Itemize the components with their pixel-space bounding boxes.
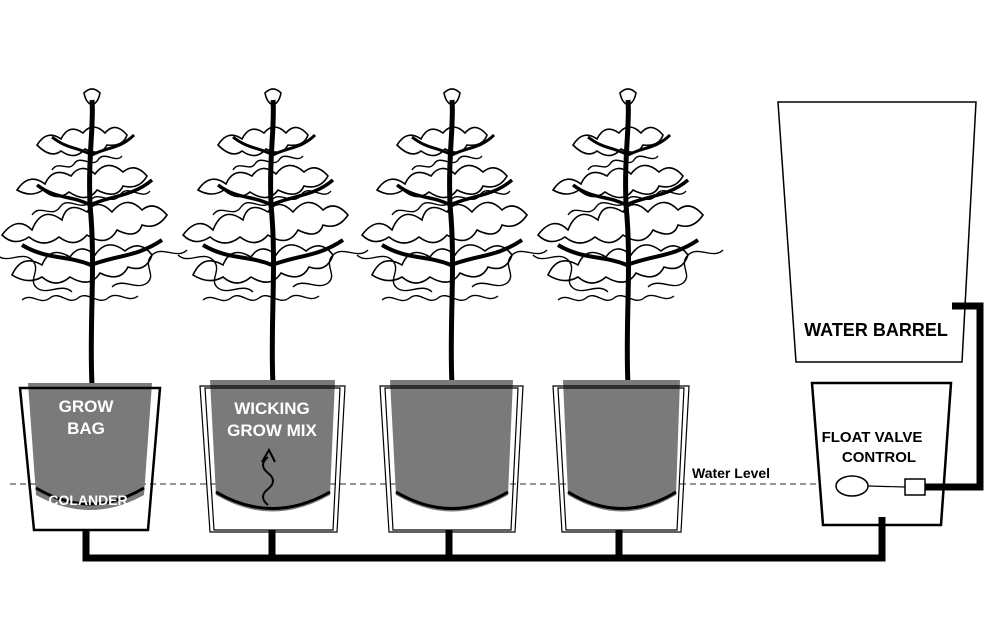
- outer-pot: [557, 387, 685, 531]
- water-level-label: Water Level: [692, 465, 770, 481]
- distribution-pipe: [82, 517, 886, 562]
- float-valve-control: FLOAT VALVE CONTROL: [810, 381, 953, 527]
- grow-bag-soil: [28, 383, 152, 510]
- outer-pot: [18, 386, 162, 532]
- wicking-label: WICKING: [234, 399, 310, 418]
- water-barrel: WATER BARREL: [777, 101, 977, 363]
- float-valve-label: FLOAT VALVE: [822, 429, 923, 446]
- grow-bag-label: BAG: [67, 419, 105, 438]
- water-barrel-label: WATER BARREL: [804, 320, 948, 340]
- wick-arrow-icon: [262, 456, 274, 506]
- pot-soil: [390, 380, 513, 512]
- wicking-mix-soil: [210, 380, 335, 512]
- float-ball-icon: [835, 475, 869, 497]
- plant-icon: [0, 89, 187, 385]
- plant-icon: [357, 89, 547, 385]
- float-valve-label: CONTROL: [842, 449, 916, 466]
- valve-icon: [904, 478, 926, 496]
- inner-pot-base: [215, 490, 331, 510]
- pot-2: WICKING GROW MIX: [199, 380, 346, 533]
- pot-3: [379, 380, 524, 533]
- plant-icon: [533, 89, 723, 385]
- outer-pot: [384, 387, 519, 531]
- float-arm: [867, 485, 906, 488]
- outer-pot: [552, 385, 690, 533]
- outer-pot: [199, 385, 346, 533]
- water-barrel-body: [777, 101, 977, 363]
- inner-pot-base: [395, 490, 509, 510]
- grow-bag-label: GROW: [59, 397, 115, 416]
- plant-icon: [178, 89, 368, 385]
- supply-pipe: [925, 302, 984, 491]
- colander-label: COLANDER: [48, 492, 127, 508]
- outer-pot: [379, 385, 524, 533]
- wicking-label: GROW MIX: [227, 421, 317, 440]
- outer-pot: [204, 387, 341, 531]
- colander: [35, 486, 145, 506]
- pot-4: [552, 380, 690, 533]
- pot-1: GROW BAG COLANDER: [18, 383, 162, 532]
- inner-pot-base: [567, 490, 677, 510]
- pot-soil: [563, 380, 680, 512]
- wick-arrow-icon: [261, 447, 276, 463]
